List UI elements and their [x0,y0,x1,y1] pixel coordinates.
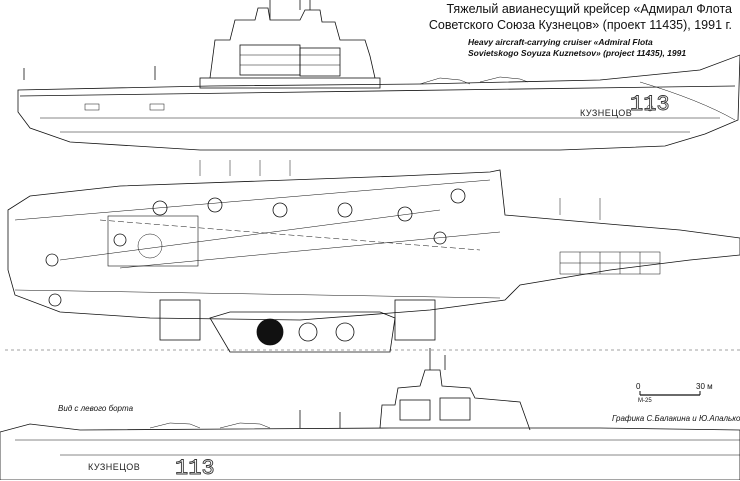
deck-island [209,311,396,353]
starboard-hull [17,54,740,151]
port-island [379,369,531,431]
starboard-profile [17,0,740,151]
hull-name-starboard: КУЗНЕЦОВ [580,108,633,118]
port-profile [0,348,740,480]
hull-number-starboard: 113 [630,92,671,118]
scale-zero: 0 [636,382,641,391]
title-en-line1: Heavy aircraft-carrying cruiser «Admiral… [468,37,653,47]
hull-number-port: 113 [175,456,216,481]
flight-deck-plan [5,160,740,353]
scale-end: 30 м [696,382,713,391]
radar-circle [256,318,284,346]
credit-text: Графика С.Балакина и Ю.Апалькова [612,414,740,423]
hull-name-port: КУЗНЕЦОВ [88,462,141,472]
title-en-line2: Sovietskogo Soyuza Kuznetsov» (project 1… [468,48,687,58]
title-ru-line2: Советского Союза Кузнецов» (проект 11435… [428,18,732,32]
starboard-island [209,7,376,79]
port-hull [0,423,740,480]
title-ru-line1: Тяжелый авианесущий крейсер «Адмирал Фло… [446,2,733,16]
deck-outline [7,169,740,321]
scale-code: M-25 [638,398,652,404]
side-view-label: Вид с левого борта [58,404,134,413]
